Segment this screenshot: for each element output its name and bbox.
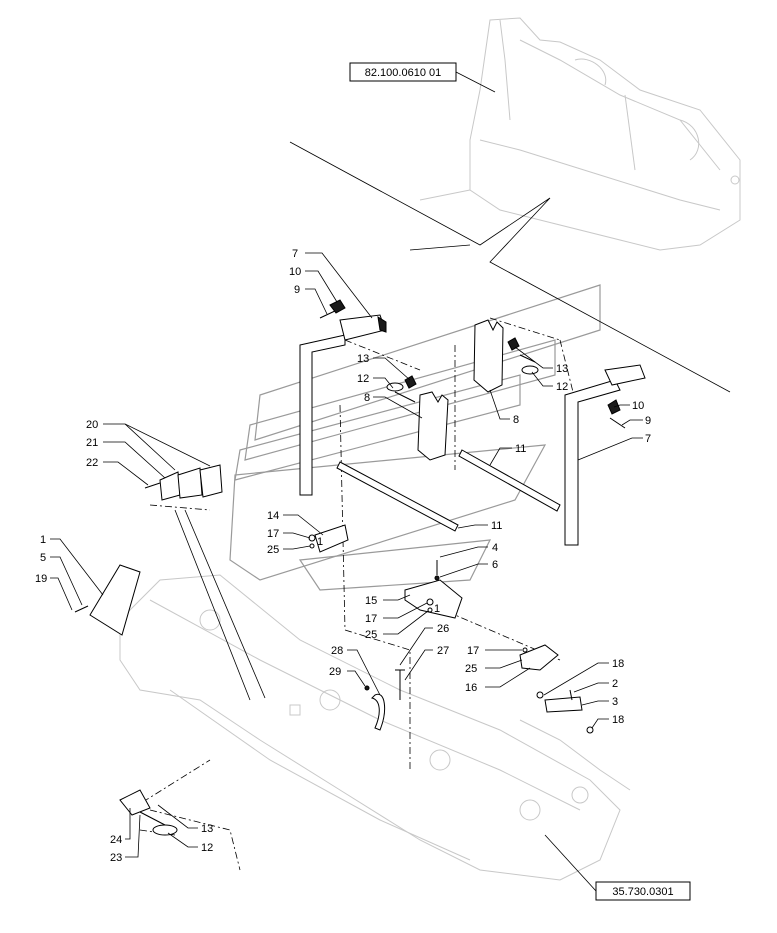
- callout-1-small-b: 1: [434, 603, 440, 615]
- reference-lines: [289, 141, 731, 393]
- callout-20: 20: [86, 419, 98, 431]
- callout-13b: 13: [556, 363, 568, 375]
- callout-28: 28: [331, 645, 343, 657]
- callout-1: 1: [40, 534, 46, 546]
- cross-shaft: [336, 449, 561, 532]
- callout-11a: 11: [515, 443, 526, 455]
- callout-16: 16: [465, 682, 477, 694]
- callout-17c: 17: [467, 645, 479, 657]
- callout-25b: 25: [365, 629, 377, 641]
- callout-17a: 17: [267, 528, 279, 540]
- reference-box-top[interactable]: 82.100.0610 01: [349, 62, 496, 93]
- callout-17b: 17: [365, 613, 377, 625]
- callout-12b: 12: [556, 381, 568, 393]
- callout-13a: 13: [357, 353, 369, 365]
- callout-14: 14: [267, 510, 279, 522]
- callout-5: 5: [40, 552, 46, 564]
- callout-9b: 9: [645, 415, 651, 427]
- callout-12c: 12: [201, 842, 213, 854]
- callout-18b: 18: [612, 714, 624, 726]
- callout-19: 19: [35, 573, 47, 585]
- assembly-dashed-lines: [129, 317, 576, 871]
- callout-1-small-a: 1: [317, 536, 323, 548]
- callout-10b: 10: [632, 400, 644, 412]
- callouts: 7 10 9 13 12 8 13 12 8 10 9 7 11 20 21 2…: [35, 248, 651, 864]
- reference-box-bottom[interactable]: 35.730.0301: [544, 834, 691, 901]
- callout-27: 27: [437, 645, 449, 657]
- reference-text-bottom: 35.730.0301: [612, 886, 673, 898]
- callout-12a: 12: [357, 373, 369, 385]
- callout-18a: 18: [612, 658, 624, 670]
- callout-2: 2: [612, 678, 618, 690]
- pad-leader-lines: [174, 509, 266, 701]
- callout-6: 6: [492, 559, 498, 571]
- callout-22: 22: [86, 457, 98, 469]
- callout-24: 24: [110, 834, 122, 846]
- callout-11b: 11: [491, 520, 502, 532]
- callout-13c: 13: [201, 823, 213, 835]
- callout-3: 3: [612, 696, 618, 708]
- callout-25c: 25: [465, 663, 477, 675]
- callout-25a: 25: [267, 544, 279, 556]
- ghost-bucket-outline: [419, 17, 741, 251]
- watermark-logo: [229, 284, 601, 591]
- callout-4: 4: [492, 542, 498, 554]
- callout-8b: 8: [513, 414, 519, 426]
- callout-10a: 10: [289, 266, 301, 278]
- callout-7b: 7: [645, 433, 651, 445]
- ghost-loader-arm: [119, 574, 631, 881]
- fork-tine-right: [473, 319, 504, 393]
- callout-7a: 7: [292, 248, 298, 260]
- callout-26: 26: [437, 623, 449, 635]
- handle-bar-left: [299, 314, 387, 496]
- reference-text-top: 82.100.0610 01: [365, 67, 441, 79]
- callout-8a: 8: [364, 392, 370, 404]
- callout-23: 23: [110, 852, 122, 864]
- small-hardware: [74, 299, 626, 836]
- callout-21: 21: [86, 437, 98, 449]
- handle-bar-right: [564, 364, 646, 546]
- fork-tine-left: [417, 391, 449, 461]
- callout-15: 15: [365, 595, 377, 607]
- callout-29: 29: [329, 666, 341, 678]
- callout-9a: 9: [294, 284, 300, 296]
